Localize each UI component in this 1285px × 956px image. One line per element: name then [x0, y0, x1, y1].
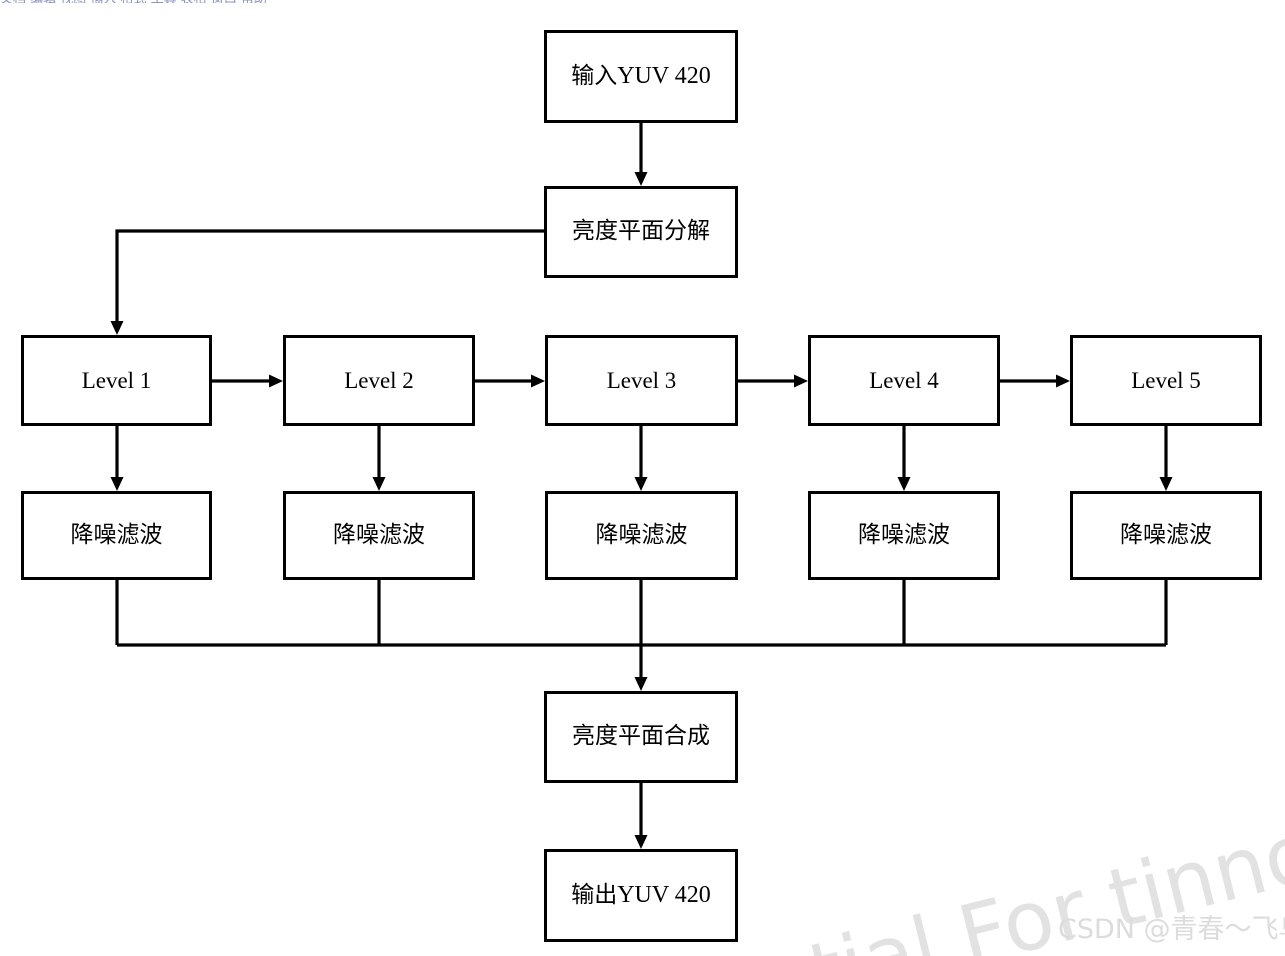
node-denoise-5-label: 降噪滤波 — [1120, 521, 1212, 548]
csdn-watermark: CSDN @青春～飞鸟 — [1058, 914, 1285, 945]
node-level-3[interactable]: Level 3 — [545, 335, 738, 426]
node-denoise-2-label: 降噪滤波 — [333, 521, 425, 548]
node-output[interactable]: 输出YUV 420 — [544, 849, 738, 942]
node-level-3-label: Level 3 — [606, 367, 677, 393]
node-luma-plane-compose-label: 亮度平面合成 — [572, 723, 710, 750]
node-level-2-label: Level 2 — [344, 367, 414, 393]
node-output-label: 输出YUV 420 — [571, 882, 711, 909]
node-denoise-3-label: 降噪滤波 — [595, 521, 688, 548]
node-level-4[interactable]: Level 4 — [808, 335, 1000, 426]
node-denoise-4-label: 降噪滤波 — [858, 521, 950, 548]
node-luma-plane-compose[interactable]: 亮度平面合成 — [544, 691, 738, 783]
node-level-1-label: Level 1 — [81, 367, 152, 393]
node-input[interactable]: 输入YUV 420 — [544, 30, 738, 123]
node-denoise-5[interactable]: 降噪滤波 — [1070, 491, 1262, 580]
cropped-toolbar-sliver: 文档 编辑 视图 插入 格式 工具 表格 窗口 帮助 — [0, 0, 1285, 3]
node-denoise-3[interactable]: 降噪滤波 — [545, 491, 738, 580]
node-level-4-label: Level 4 — [869, 367, 939, 393]
node-level-1[interactable]: Level 1 — [21, 335, 212, 426]
node-luma-plane-decompose[interactable]: 亮度平面分解 — [544, 186, 738, 278]
node-luma-plane-decompose-label: 亮度平面分解 — [572, 218, 710, 245]
cropped-toolbar-text: 文档 编辑 视图 插入 格式 工具 表格 窗口 帮助 — [0, 0, 267, 3]
edge-decompose-to-level1 — [110, 229, 544, 335]
node-denoise-4[interactable]: 降噪滤波 — [808, 491, 1000, 580]
node-level-5-label: Level 5 — [1131, 367, 1201, 393]
node-denoise-1-label: 降噪滤波 — [70, 521, 163, 548]
node-denoise-2[interactable]: 降噪滤波 — [283, 491, 475, 580]
node-denoise-1[interactable]: 降噪滤波 — [21, 491, 212, 580]
node-level-2[interactable]: Level 2 — [283, 335, 475, 426]
node-input-label: 输入YUV 420 — [571, 63, 711, 90]
node-level-5[interactable]: Level 5 — [1070, 335, 1262, 426]
